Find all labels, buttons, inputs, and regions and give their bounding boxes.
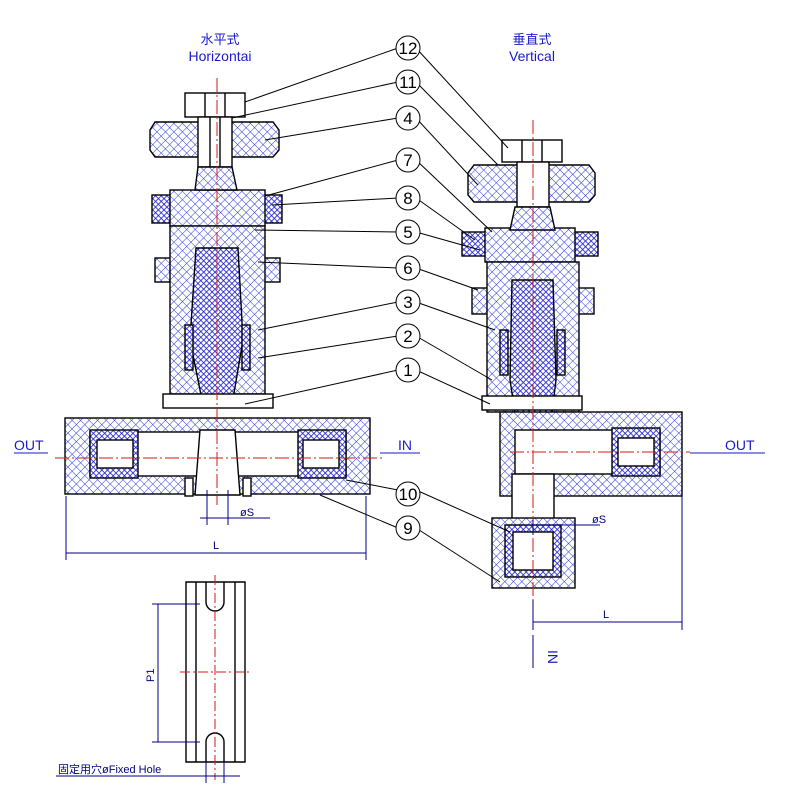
h-dimensions [65, 490, 367, 560]
horizontal-title-cn: 水平式 [200, 33, 239, 48]
callout-6: 6 [403, 259, 412, 278]
v-dimensions [525, 495, 683, 668]
callout-3: 3 [403, 293, 412, 312]
callout-12: 12 [399, 39, 418, 58]
bracket-dimensions [56, 603, 240, 783]
callout-7: 7 [403, 151, 412, 170]
callout-1: 1 [403, 361, 412, 380]
v-bottom-flange [481, 395, 583, 411]
v-dim-l: L [603, 609, 609, 621]
vertical-title-en: Vertical [509, 48, 555, 64]
port-out-left: OUT [14, 437, 44, 453]
v-dim-s: øS [592, 514, 606, 526]
callout-8: 8 [403, 189, 412, 208]
bracket-centerlines [180, 575, 252, 780]
h-bottom-flange [162, 393, 274, 409]
callout-bubbles [395, 35, 421, 541]
callout-leaders [231, 47, 511, 583]
port-out-right: OUT [725, 437, 755, 453]
port-in-bottom: IN [545, 650, 561, 664]
bracket-p1: P1 [145, 669, 157, 682]
callout-10: 10 [399, 485, 418, 504]
h-stem-top [194, 166, 238, 191]
callout-4: 4 [403, 109, 412, 128]
callout-11: 11 [399, 73, 417, 92]
bracket-outline [185, 581, 246, 763]
port-in-mid: IN [398, 437, 412, 453]
fixed-hole-label: 固定用穴øFixed Hole [58, 762, 161, 776]
h-dim-s: øS [240, 507, 254, 519]
h-dim-l: L [213, 540, 219, 552]
callout-9: 9 [403, 519, 412, 538]
callout-5: 5 [403, 223, 412, 242]
h-centerlines [55, 78, 385, 505]
horizontal-title-en: Horizontai [188, 48, 251, 64]
vertical-title-cn: 垂直式 [512, 33, 551, 48]
h-nut [184, 92, 246, 118]
v-nut [501, 139, 563, 163]
vertical-valve [461, 139, 683, 589]
callout-2: 2 [403, 327, 412, 346]
